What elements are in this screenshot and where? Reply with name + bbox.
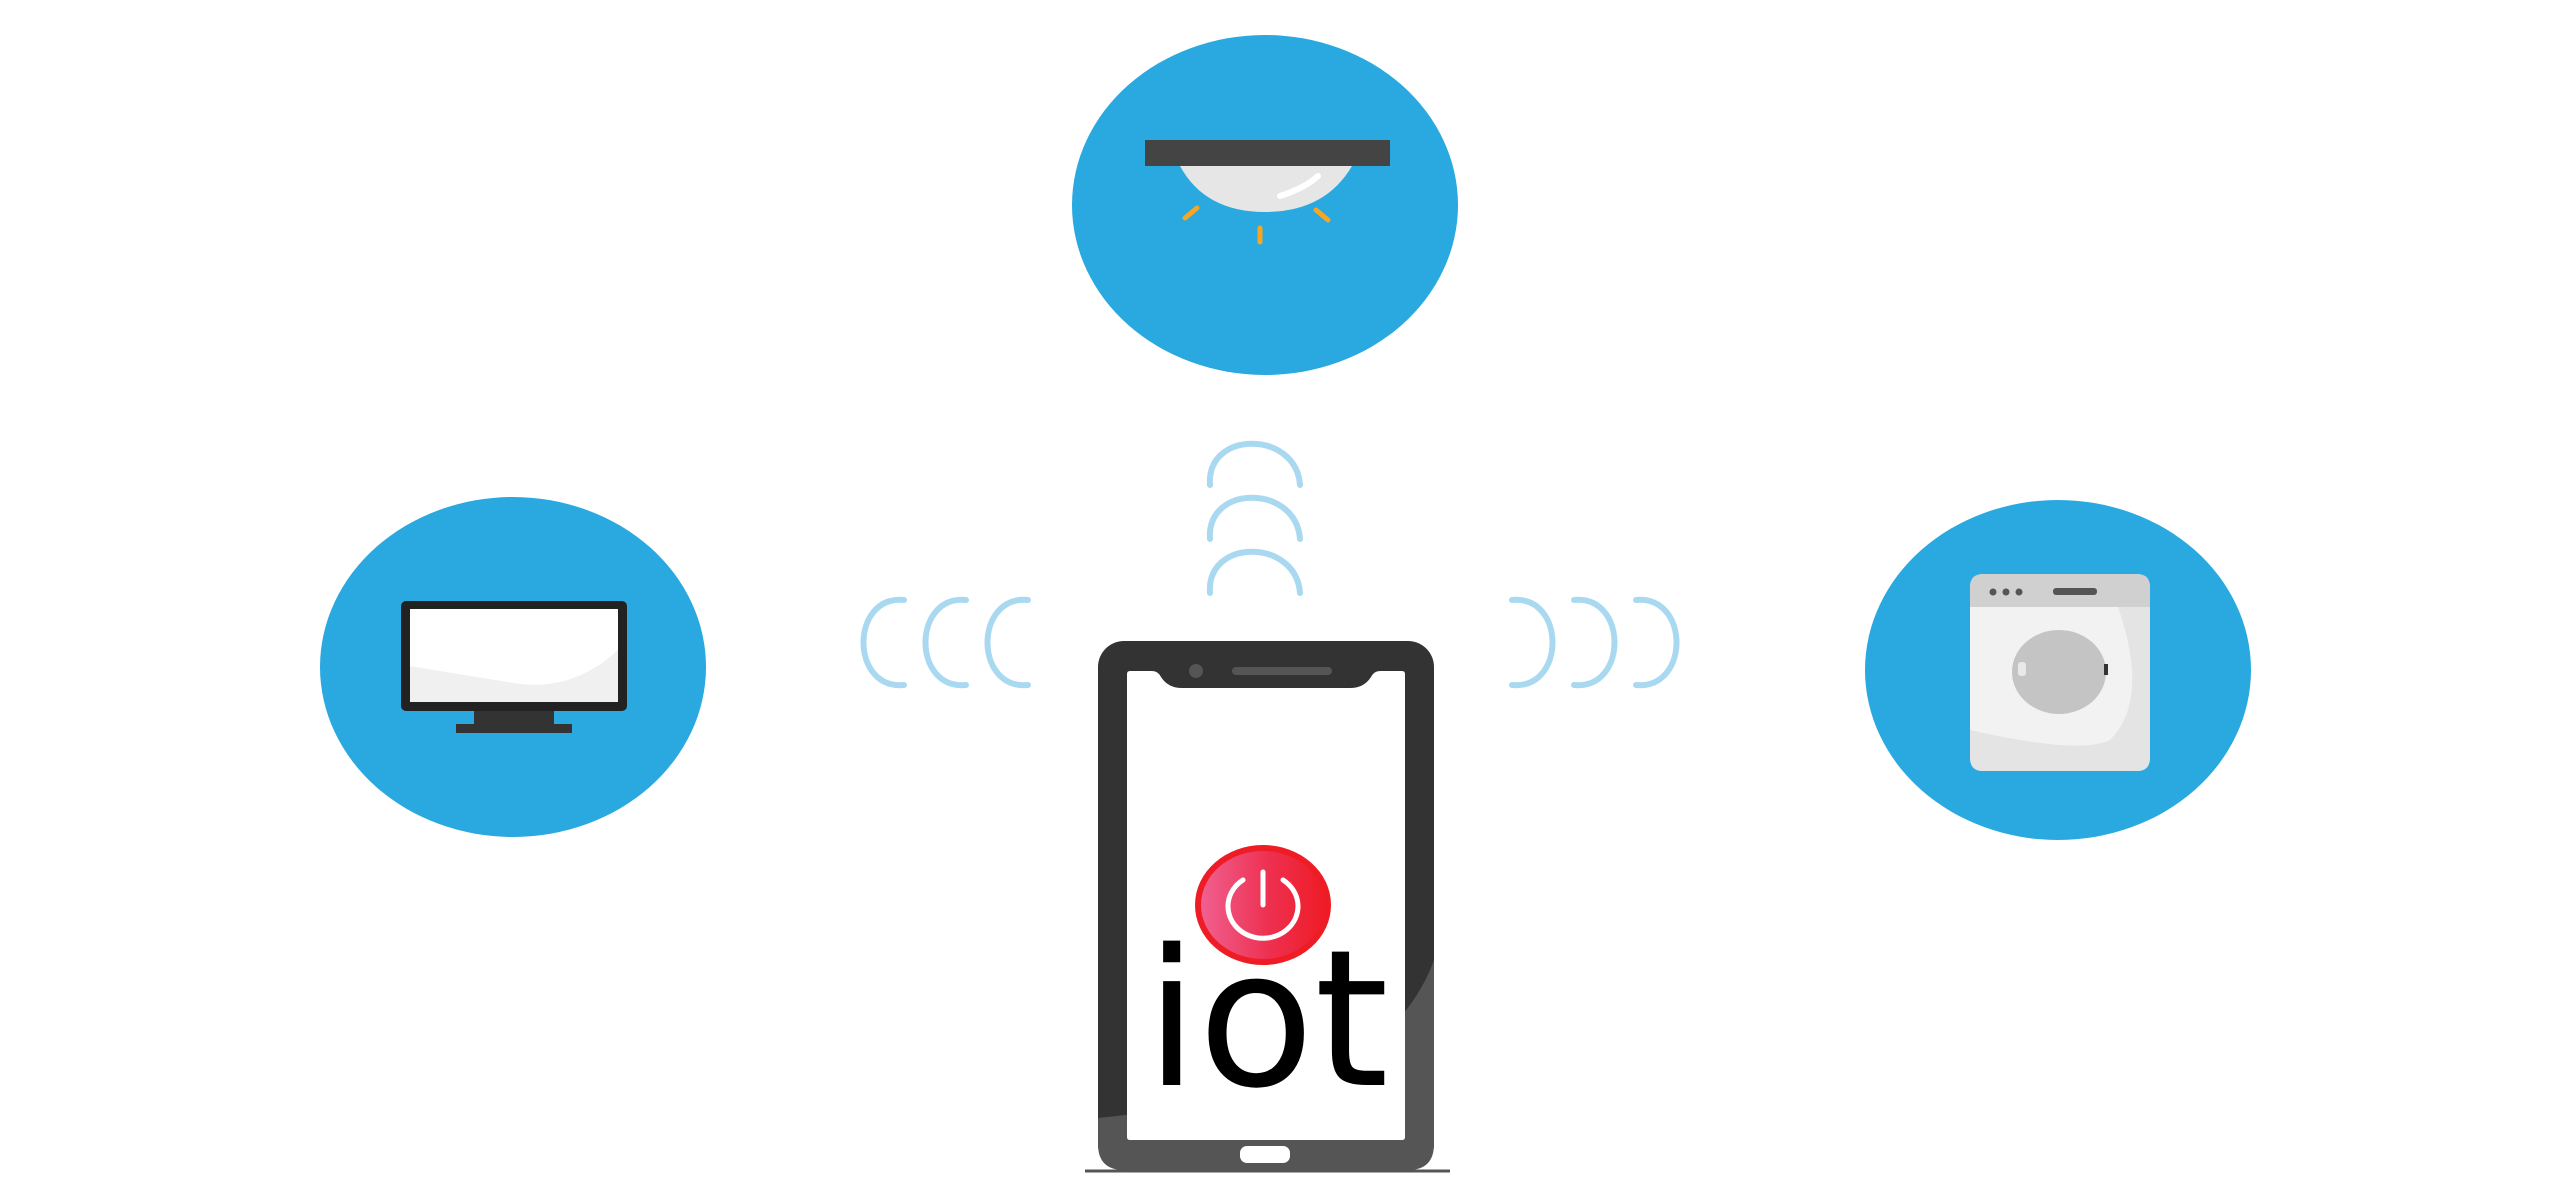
signal-arc <box>1206 494 1303 542</box>
signal-arc <box>1571 596 1618 689</box>
monitor-icon <box>401 601 627 733</box>
signal-arc <box>1633 596 1680 689</box>
power-icon <box>1225 869 1301 941</box>
monitor-node <box>320 497 706 837</box>
signal-waves-left <box>860 596 1031 689</box>
smartphone: iot <box>1085 641 1450 1173</box>
washing-machine-icon <box>1970 574 2150 771</box>
ceiling-lamp-icon <box>1145 140 1390 245</box>
washer-node <box>1865 500 2251 840</box>
signal-arc <box>1509 596 1556 689</box>
lamp-node <box>1072 35 1458 375</box>
signal-arc <box>1206 548 1303 596</box>
signal-arc <box>984 596 1031 689</box>
signal-arc <box>922 596 969 689</box>
earpiece-speaker <box>1232 667 1332 675</box>
power-button[interactable] <box>1195 845 1331 965</box>
signal-waves-right <box>1509 596 1680 689</box>
signal-arc <box>860 596 907 689</box>
app-label: iot <box>1145 909 1389 1130</box>
home-button[interactable] <box>1240 1146 1290 1163</box>
signal-arc <box>1206 440 1303 488</box>
front-camera <box>1189 664 1203 678</box>
signal-waves-top <box>1206 440 1303 596</box>
